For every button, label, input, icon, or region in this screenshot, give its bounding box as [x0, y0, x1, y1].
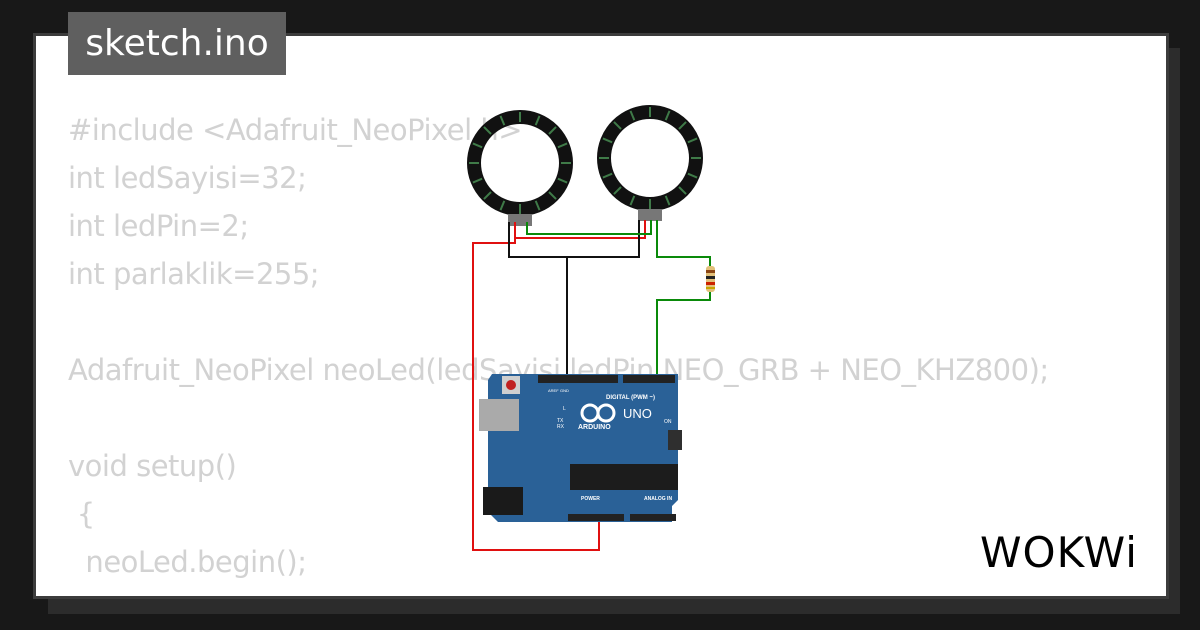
led-pixel [602, 172, 613, 179]
aref-label: AREF [548, 388, 559, 393]
power-jack [483, 487, 523, 515]
neopixel-ring-2 [597, 105, 703, 221]
led-pixel [664, 110, 671, 121]
led-pixel [548, 191, 557, 200]
wire-green-pin-2 [656, 292, 711, 376]
logo-text: WOKWi [980, 528, 1138, 577]
led-pixel [687, 137, 698, 144]
wire-red-ring2 [515, 220, 646, 239]
neopixel-ring-1 [467, 110, 573, 226]
digital-header-left [538, 375, 618, 383]
code-line: Adafruit_NeoPixel neoLed(ledSayisi,ledPi… [68, 353, 1049, 387]
led-pixel [687, 172, 698, 179]
resistor [706, 266, 715, 292]
led-pixel [557, 177, 568, 184]
led-pixel [499, 115, 506, 126]
led-pixel [534, 200, 541, 211]
icsp-header [668, 430, 682, 450]
atmega-chip [570, 464, 678, 490]
code-line: { [68, 497, 95, 531]
led-pixel [678, 186, 687, 195]
led-pixel [678, 121, 687, 130]
board-model-label: UNO [623, 406, 652, 421]
gnd-label: GND [560, 388, 569, 393]
wokwi-logo-icon: WOKWi [980, 528, 1138, 577]
on-led-label: ON [664, 419, 672, 425]
led-pixel [472, 177, 483, 184]
led-pixel [602, 137, 613, 144]
digital-label: DIGITAL (PWM ~) [606, 395, 655, 401]
tx-label: TX [557, 418, 564, 424]
analog-header [630, 514, 676, 521]
wire-black-gnd [508, 222, 568, 376]
reset-button [506, 380, 516, 390]
code-line: int ledPin=2; [68, 209, 249, 243]
code-line: #include <Adafruit_NeoPixel.h> [68, 113, 523, 147]
led-pixel [499, 200, 506, 211]
led-pixel [629, 195, 636, 206]
ring-1-pins [508, 214, 532, 226]
wires [472, 220, 711, 551]
code-line: void setup() [68, 449, 237, 483]
code-preview: #include <Adafruit_NeoPixel.h>int ledSay… [68, 106, 1049, 596]
led-pixel [483, 191, 492, 200]
analog-label: ANALOG IN [644, 496, 672, 502]
led-pixel [534, 115, 541, 126]
arduino-uno-board: UNO ARDUINO DIGITAL (PWM ~) POWER ANALOG… [479, 374, 682, 522]
arduino-logo-right [596, 403, 616, 423]
l-led-label: L [563, 406, 566, 412]
code-line: int parlaklik=255; [68, 257, 320, 291]
led-pixel [613, 186, 622, 195]
board-brand-label: ARDUINO [578, 424, 611, 431]
wire-red-5v [472, 222, 600, 551]
wire-black-ring2 [567, 220, 640, 258]
wire-green-ring-link [526, 220, 652, 235]
power-label: POWER [581, 496, 600, 502]
led-pixel [664, 195, 671, 206]
led-pixel [483, 126, 492, 135]
code-line: neoLed.begin(); [68, 545, 307, 579]
ring-2-pins [638, 209, 662, 221]
project-card[interactable]: #include <Adafruit_NeoPixel.h>int ledSay… [33, 33, 1169, 599]
code-line: int ledSayisi=32; [68, 161, 307, 195]
wire-green-data-to-resistor [656, 220, 711, 266]
led-pixel [472, 142, 483, 149]
usb-port [479, 399, 519, 431]
led-pixel [613, 121, 622, 130]
led-pixel [548, 126, 557, 135]
led-pixel [557, 142, 568, 149]
code-line: neoLed.show(); [68, 586, 1049, 596]
power-header [568, 514, 624, 521]
filename-tab: sketch.ino [68, 12, 286, 75]
rx-label: RX [557, 424, 565, 430]
digital-header-right [623, 375, 675, 383]
led-pixel [629, 110, 636, 121]
